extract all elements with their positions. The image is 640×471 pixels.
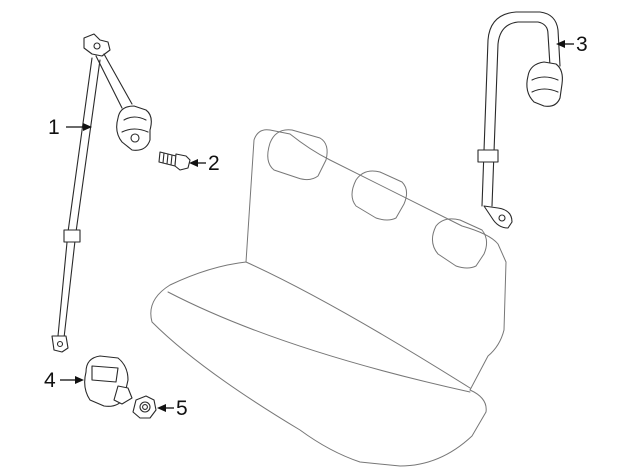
part-3-belt-assembly <box>477 11 563 229</box>
callout-1: 1 <box>48 116 92 139</box>
rear-seat-outline <box>150 129 507 467</box>
callout-3: 3 <box>556 33 588 56</box>
part-4-buckle <box>84 355 133 407</box>
callout-2: 2 <box>189 152 220 175</box>
callout-5-label: 5 <box>176 397 188 420</box>
part-2-bolt <box>158 151 191 171</box>
callout-4: 4 <box>44 369 84 392</box>
callout-1-label: 1 <box>48 116 60 139</box>
part-1-belt-assembly <box>51 33 152 353</box>
callout-4-label: 4 <box>44 369 56 392</box>
callout-5: 5 <box>157 397 188 420</box>
callout-3-label: 3 <box>576 33 588 56</box>
callout-2-arrow <box>189 159 198 167</box>
part-5-nut <box>132 395 157 419</box>
callout-5-arrow <box>157 404 166 412</box>
callout-2-label: 2 <box>208 152 220 175</box>
callout-4-arrow <box>75 376 84 384</box>
callout-3-arrow <box>556 40 565 48</box>
callout-1-arrow <box>83 123 92 131</box>
